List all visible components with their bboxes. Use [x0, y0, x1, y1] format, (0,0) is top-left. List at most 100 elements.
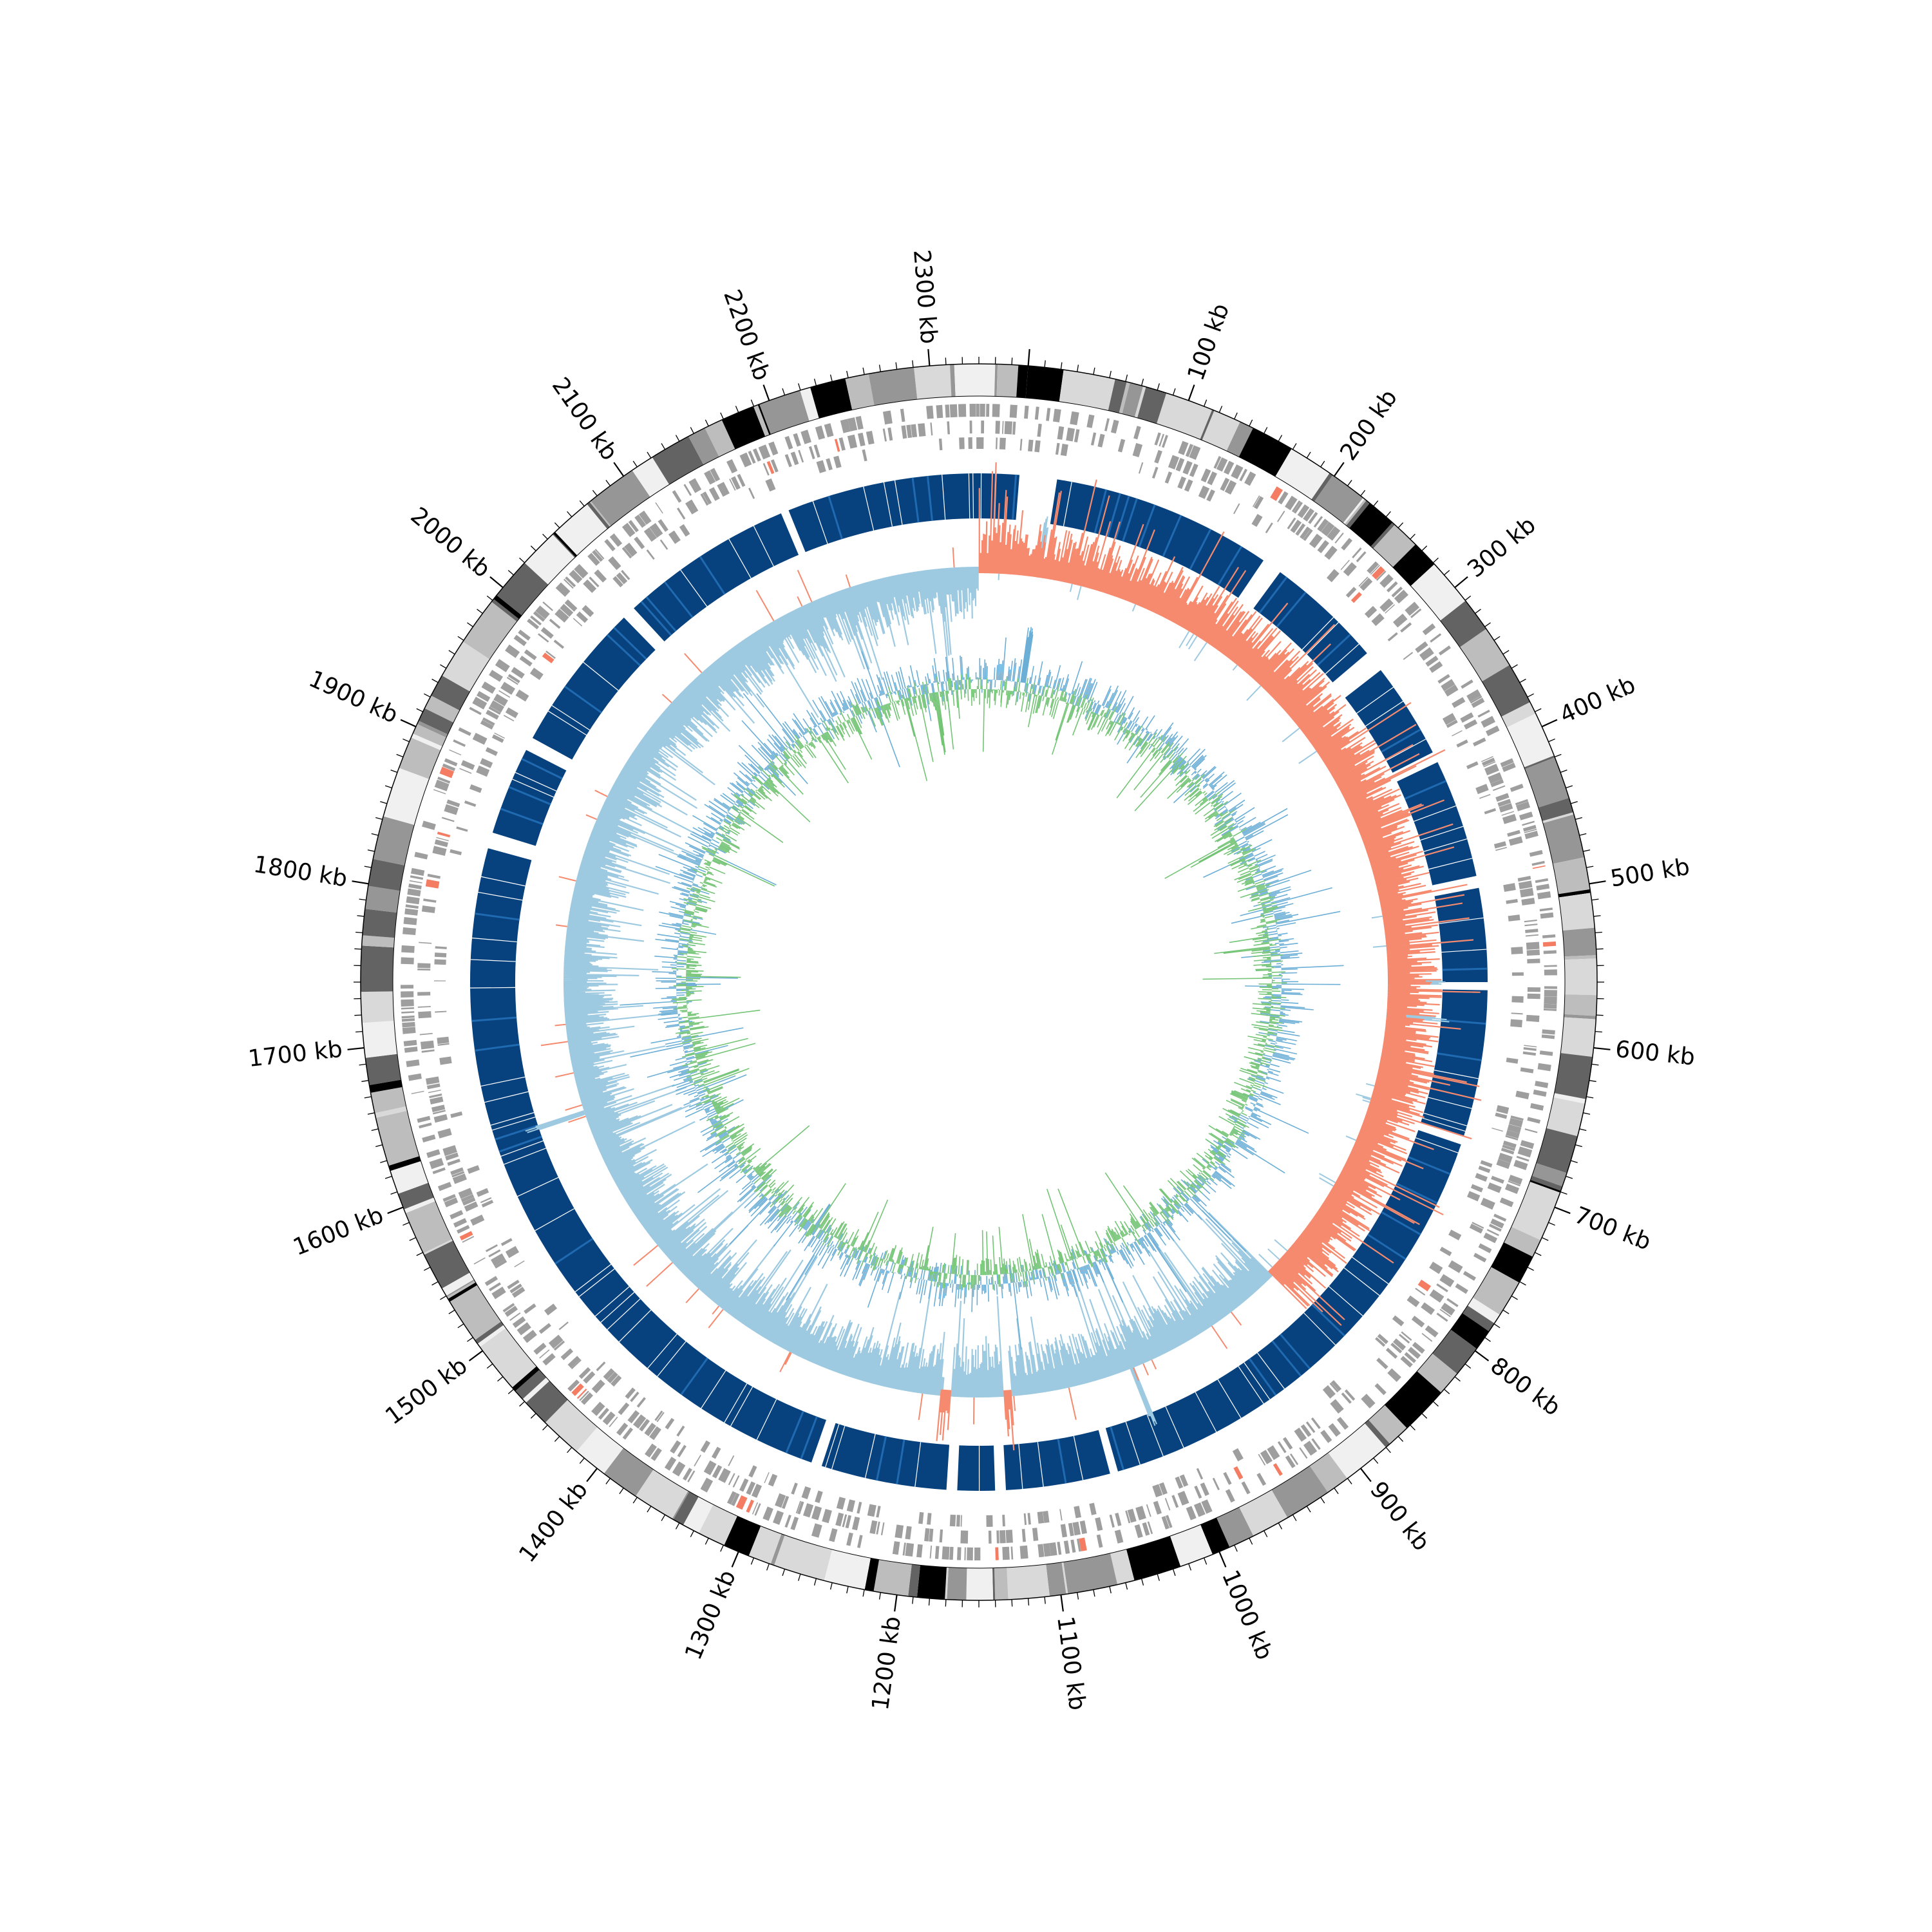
gene-feature — [403, 916, 417, 925]
block-separator — [1073, 1435, 1084, 1481]
gene-feature — [770, 459, 779, 473]
gene-feature — [1421, 1302, 1435, 1315]
gene-feature — [1152, 1484, 1163, 1498]
minor-tick — [1519, 678, 1526, 683]
minor-tick — [416, 708, 423, 712]
gene-feature — [857, 1535, 863, 1548]
block-separator — [574, 1264, 612, 1293]
gene-feature — [901, 425, 907, 439]
block-separator — [613, 627, 647, 660]
ideogram-band — [442, 641, 490, 692]
gene-feature — [545, 650, 556, 659]
minor-tick — [1454, 1376, 1461, 1382]
ideogram-band — [1108, 379, 1127, 413]
gene-feature — [621, 547, 632, 559]
gene-feature — [1336, 1417, 1349, 1430]
ideogram-band — [361, 935, 395, 948]
gene-feature — [1452, 697, 1466, 708]
gene-feature — [406, 896, 420, 905]
gene-feature — [857, 1501, 862, 1514]
major-tick — [1027, 349, 1030, 366]
ideogram-band — [1134, 386, 1146, 418]
major-tick — [352, 880, 369, 885]
gene-feature — [822, 1509, 832, 1524]
gene-feature — [621, 570, 630, 580]
gene-feature — [1361, 1394, 1376, 1408]
gene-feature — [808, 446, 815, 460]
minor-tick — [862, 1589, 865, 1597]
gene-feature — [417, 992, 431, 996]
block-separator — [583, 661, 619, 691]
ideogram-band — [774, 1535, 833, 1581]
minor-tick — [1493, 1323, 1501, 1329]
gene-feature — [567, 1379, 580, 1392]
ideogram-band — [1368, 1405, 1407, 1444]
gene-feature — [1439, 1274, 1455, 1287]
gene-feature — [1276, 510, 1285, 522]
minor-tick — [375, 1144, 383, 1148]
minor-tick — [497, 1376, 504, 1382]
gene-feature — [798, 450, 804, 463]
block-separator — [1422, 1117, 1466, 1132]
gene-feature — [500, 1238, 513, 1246]
gene-feature — [1503, 883, 1516, 892]
block-separator — [1195, 1392, 1217, 1432]
gene-feature — [1511, 972, 1524, 976]
gene-feature — [845, 1515, 852, 1529]
ideogram-band — [1059, 370, 1115, 411]
gc-skew-track — [525, 462, 1482, 1451]
major-tick — [489, 576, 504, 589]
ideogram-band — [1506, 713, 1555, 768]
gene-feature — [703, 1460, 717, 1475]
gene-feature — [1012, 421, 1016, 435]
minor-tick — [1535, 1252, 1542, 1256]
minor-tick — [477, 609, 483, 614]
gene-feature — [1529, 849, 1543, 857]
gene-feature — [768, 441, 779, 456]
gene-feature — [587, 553, 600, 566]
block-separator — [645, 596, 677, 632]
gene-feature — [538, 633, 549, 643]
block-separator — [1306, 621, 1339, 655]
gene-feature — [949, 1546, 954, 1560]
gene-feature — [960, 1530, 969, 1544]
minor-tick — [440, 1295, 447, 1300]
gene-feature — [1495, 847, 1507, 851]
gene-feature — [1159, 1482, 1168, 1495]
minor-tick — [424, 693, 431, 697]
minor-tick — [530, 545, 536, 551]
gene-feature — [1496, 1104, 1510, 1114]
block-separator — [864, 1434, 876, 1479]
minor-tick — [1579, 1128, 1587, 1132]
gene-feature — [672, 490, 682, 503]
minor-tick — [1347, 480, 1352, 486]
gene-feature — [1322, 1385, 1336, 1399]
gene-feature — [905, 1526, 912, 1540]
minor-tick — [579, 500, 585, 507]
gene-feature — [470, 1214, 485, 1226]
gene-feature — [1055, 442, 1060, 455]
gene-feature — [758, 444, 771, 460]
gene-feature — [1499, 1197, 1514, 1208]
minor-tick — [1373, 500, 1379, 507]
gene-feature — [1317, 518, 1329, 532]
gene-feature — [560, 603, 574, 617]
minor-tick — [675, 435, 680, 442]
gene-feature — [435, 1010, 447, 1013]
minor-tick — [862, 367, 865, 375]
gene-feature — [1411, 1316, 1425, 1328]
minor-tick — [1560, 769, 1567, 773]
gene-feature — [847, 434, 858, 449]
gene-feature — [1019, 439, 1023, 451]
minor-tick — [530, 1413, 536, 1419]
gene-feature — [649, 1426, 661, 1441]
block-separator — [564, 685, 602, 714]
gene-feature — [553, 639, 565, 649]
ideogram-band — [966, 1567, 994, 1600]
gene-feature — [1511, 947, 1523, 954]
minor-tick — [380, 1160, 388, 1163]
gc-content-line — [620, 627, 1344, 1350]
block-separator — [1381, 1211, 1421, 1236]
gene-feature — [1358, 576, 1368, 587]
gene-feature-rna — [439, 766, 455, 779]
